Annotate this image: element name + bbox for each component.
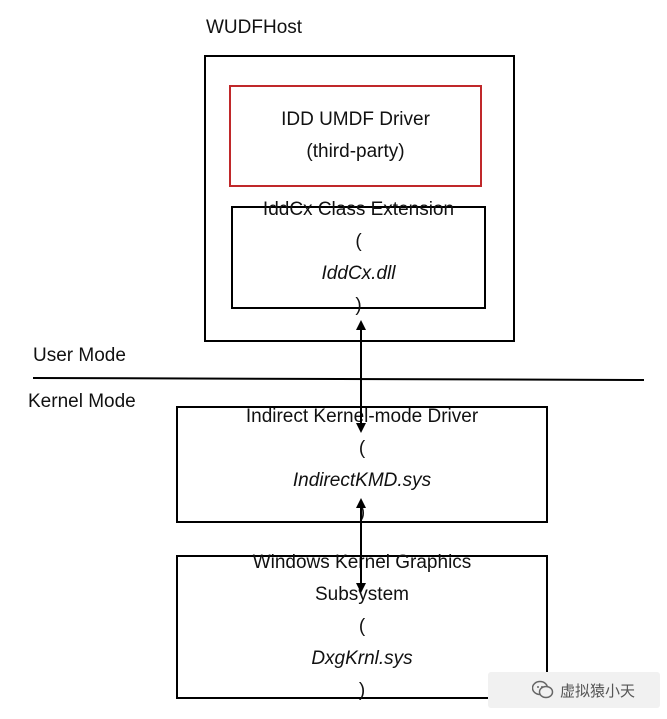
iddcx-box: IddCx Class Extension (IddCx.dll) — [231, 199, 486, 316]
dxgkrnl-file: (DxgKrnl.sys) — [311, 616, 413, 701]
indirect-kmd-filename: IndirectKMD.sys — [292, 469, 432, 491]
wechat-icon — [531, 680, 554, 700]
watermark: 虚拟猿小天 — [488, 672, 660, 708]
user-mode-label: User Mode — [33, 345, 126, 366]
idd-umdf-driver-title: IDD UMDF Driver — [281, 109, 430, 130]
iddcx-file: (IddCx.dll) — [321, 230, 396, 316]
idd-umdf-driver-subtitle: (third-party) — [306, 141, 405, 162]
host-label: WUDFHost — [206, 17, 303, 38]
iddcx-title: IddCx Class Extension — [262, 198, 455, 220]
iddcx-filename: IddCx.dll — [321, 262, 396, 284]
watermark-text: 虚拟猿小天 — [560, 682, 636, 700]
mode-divider-line — [32, 377, 645, 381]
kernel-mode-label: Kernel Mode — [28, 391, 136, 412]
idd-umdf-driver-box: IDD UMDF Driver (third-party) — [229, 85, 482, 187]
dxgkrnl-title-line2: Subsystem — [315, 584, 409, 605]
dxgkrnl-filename: DxgKrnl.sys — [311, 648, 413, 669]
